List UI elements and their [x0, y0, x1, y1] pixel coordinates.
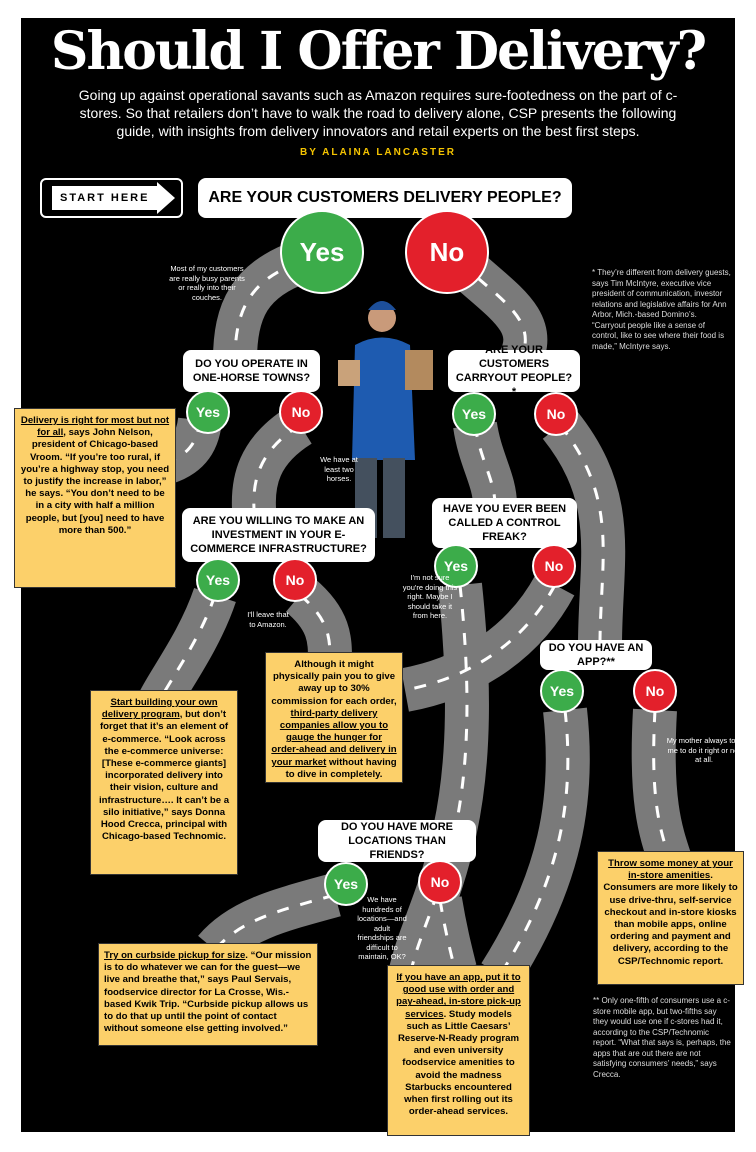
advice-box-in-store: Throw some money at your in-store amenit…: [597, 851, 744, 985]
road: [198, 873, 341, 965]
yes-circle: Yes: [196, 558, 240, 602]
page-title: Should I Offer Delivery?: [50, 21, 707, 82]
note-leave-to-amazon: I'll leave that to Amazon.: [247, 610, 289, 629]
no-circle: No: [279, 390, 323, 434]
footnote-app: ** Only one-fifth of consumers use a c-s…: [593, 996, 731, 1079]
no-circle: No: [633, 669, 677, 713]
road: [481, 707, 590, 987]
note-control-freak: I'm not sure you're doing this right. Ma…: [402, 573, 458, 620]
note-mother: My mother always told me to do it right …: [666, 736, 742, 764]
yes-circle: Yes: [280, 210, 364, 294]
advice-box-order-ahead: If you have an app, put it to good use w…: [387, 965, 530, 1136]
road: [285, 578, 352, 661]
advice-box-curbside: Try on curbside pickup for size. “Our mi…: [98, 943, 318, 1046]
no-circle: No: [405, 210, 489, 294]
no-circle: No: [532, 544, 576, 588]
question-carryout-people: ARE YOUR CUSTOMERS CARRYOUT PEOPLE?*: [448, 344, 580, 398]
note-busy-parents: Most of my customers are really busy par…: [169, 264, 245, 302]
advice-text: without having to dive in completely.: [285, 756, 397, 780]
advice-text: , says John Nelson, president of Chicago…: [20, 427, 170, 536]
advice-lead: Start building your own delivery program: [101, 697, 218, 721]
road: [453, 421, 517, 507]
yes-circle: Yes: [186, 390, 230, 434]
yes-circle: Yes: [540, 669, 584, 713]
advice-text: . Study models such as Little Caesars’ R…: [397, 1008, 520, 1118]
question-control-freak: HAVE YOU EVER BEEN CALLED A CONTROL FREA…: [432, 498, 577, 548]
advice-lead: If you have an app, put it to good use w…: [396, 972, 521, 1020]
no-circle: No: [418, 860, 462, 904]
advice-box-own-program: Start building your own delivery program…: [90, 690, 238, 875]
arrow-right-icon: [157, 182, 176, 214]
question-locations-vs-friends: DO YOU HAVE MORE LOCATIONS THAN FRIENDS?: [318, 820, 476, 862]
question-have-app: DO YOU HAVE AN APP?**: [540, 640, 652, 670]
question-one-horse-towns: DO YOU OPERATE IN ONE-HORSE TOWNS?: [183, 350, 320, 392]
no-circle: No: [273, 558, 317, 602]
advice-lead: Try on curbside pickup for size: [104, 950, 246, 961]
yes-circle: Yes: [324, 862, 368, 906]
advice-text: . Consumers are more likely to use drive…: [603, 870, 738, 967]
advice-lead: Throw some money at your in-store amenit…: [608, 858, 733, 882]
advice-text: , but don’t forget that it’s an element …: [98, 709, 230, 843]
footnote-carryout: * They’re different from delivery guests…: [592, 268, 731, 351]
no-circle: No: [534, 392, 578, 436]
advice-box-rural: Delivery is right for most but not for a…: [14, 408, 176, 588]
question-delivery-people: ARE YOUR CUSTOMERS DELIVERY PEOPLE?: [198, 178, 572, 218]
delivery-person-illustration: [338, 301, 433, 538]
question-ecommerce-investment: ARE YOU WILLING TO MAKE AN INVESTMENT IN…: [182, 508, 375, 562]
advice-text: . “Our mission is to do whatever we can …: [104, 950, 312, 1035]
advice-lead: Delivery is right for most but not for a…: [20, 415, 170, 439]
advice-lead: third-party delivery companies allow you…: [271, 707, 397, 768]
byline: BY ALAINA LANCASTER: [300, 147, 456, 158]
advice-box-third-party: Although it might physically pain you to…: [265, 652, 403, 783]
note-friends: We have hundreds of locations—and adult …: [357, 895, 407, 961]
advice-text: Although it might physically pain you to…: [271, 659, 397, 707]
start-here-label: START HERE: [52, 186, 158, 210]
road: [231, 406, 313, 523]
yes-circle: Yes: [434, 544, 478, 588]
start-here-sign: START HERE: [40, 178, 183, 218]
note-two-horses: We have at least two horses.: [320, 455, 358, 483]
intro-text: Going up against operational savants suc…: [78, 87, 678, 139]
yes-circle: Yes: [452, 392, 496, 436]
